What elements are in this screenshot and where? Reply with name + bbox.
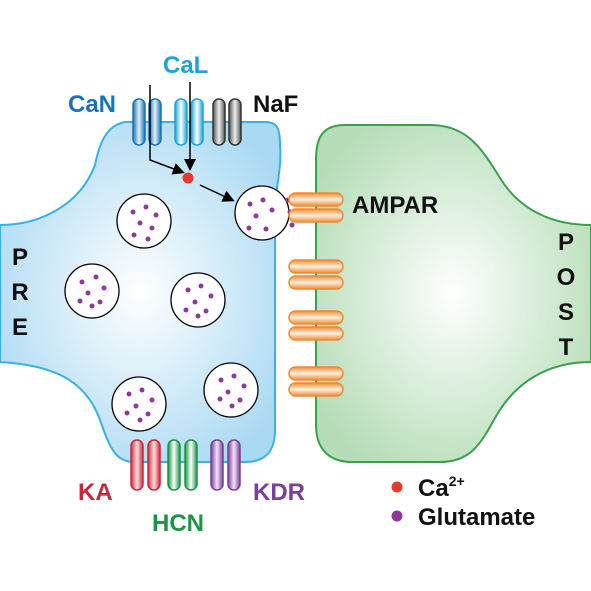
vesicle: [203, 362, 259, 418]
label-hcn: HCN: [152, 510, 204, 537]
post-letter: O: [557, 264, 576, 291]
legend-calcium-label: Ca2+: [418, 473, 465, 502]
legend-calcium-base: Ca: [418, 475, 449, 502]
pre-letter: E: [12, 314, 28, 341]
postsynaptic-terminal: [315, 124, 591, 463]
vesicle: [170, 272, 226, 328]
label-ampar: AMPAR: [352, 192, 438, 219]
ampar-receptor: [288, 192, 344, 223]
legend-glutamate-marker: [391, 510, 403, 522]
kdr-channel: [210, 439, 241, 491]
label-can: CaN: [68, 91, 116, 118]
vesicle-docked: [234, 185, 295, 241]
legend-calcium-marker: [391, 481, 403, 493]
vesicle: [64, 263, 120, 319]
ampar-receptor: [288, 366, 344, 397]
can-channel: [132, 98, 162, 146]
naf-channel: [212, 98, 242, 146]
pre-letter: P: [12, 244, 28, 271]
release-arrow: [199, 184, 235, 202]
calcium-ion: [182, 172, 194, 184]
legend-glutamate-label: Glutamate: [418, 504, 535, 531]
hcn-channel: [167, 439, 198, 491]
vesicle: [111, 376, 167, 432]
cal-channel: [174, 98, 204, 146]
label-ka: KA: [78, 479, 113, 506]
label-cal: CaL: [163, 52, 208, 79]
post-letter: T: [559, 334, 574, 361]
label-naf: NaF: [253, 91, 298, 118]
vesicle: [116, 193, 172, 249]
pre-letter: R: [11, 279, 28, 306]
post-letter: S: [558, 299, 574, 326]
post-letter: P: [558, 229, 574, 256]
ampar-receptor: [288, 310, 344, 341]
ka-channel: [130, 439, 161, 491]
ampar-receptor: [288, 259, 344, 290]
legend-calcium-sup: 2+: [449, 473, 465, 489]
can-influx-arrow: [149, 85, 185, 175]
legend: Ca2+ Glutamate: [391, 473, 535, 531]
label-kdr: KDR: [253, 479, 305, 506]
